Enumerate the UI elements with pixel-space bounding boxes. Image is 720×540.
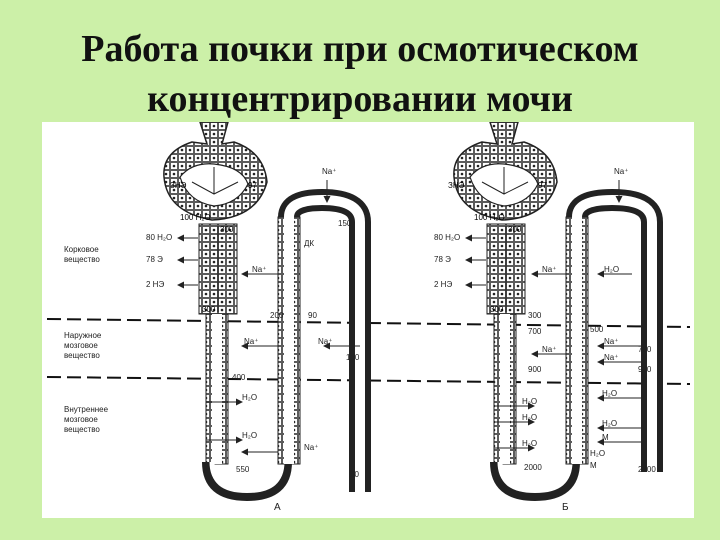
a-2-ne: 2 НЭ (146, 280, 164, 289)
kidney-diagram: Корковое вещество Наружное мозговое веще… (42, 121, 694, 518)
panel-b-caption: Б (562, 502, 569, 513)
svg-text:H₂O: H₂O (602, 389, 617, 398)
zone-inner-l1: Внутреннее (64, 405, 109, 414)
a-50: 50 (350, 470, 359, 479)
a-150: 150 (338, 219, 352, 228)
b-900-cd: 900 (638, 365, 652, 374)
svg-text:H₂O: H₂O (522, 397, 537, 406)
zone-inner-l2: мозговое (64, 415, 98, 424)
svg-text:Na⁺: Na⁺ (542, 345, 556, 354)
zone-labels: Корковое вещество Наружное мозговое веще… (64, 245, 109, 434)
a-78-e: 78 Э (146, 255, 163, 264)
a-550: 550 (236, 465, 250, 474)
b-2-ne: 2 НЭ (434, 280, 452, 289)
title-line-1: Работа почки при осмотическом (81, 28, 639, 70)
panel-b: ЗНЭ 97 100 H₂O 300 300 300 700 500 900 2… (434, 121, 663, 513)
arrows-a: Na⁺ Na⁺ Na⁺ H₂O H₂O Na⁺ (206, 265, 360, 456)
svg-text:H₂O: H₂O (602, 419, 617, 428)
b-97: 97 (538, 181, 547, 190)
b-300-3: 300 (528, 311, 542, 320)
a-300-2: 300 (202, 305, 216, 314)
svg-text:Na⁺: Na⁺ (318, 337, 332, 346)
svg-text:Na⁺: Na⁺ (604, 353, 618, 362)
zone-cortex-l1: Корковое (64, 245, 99, 254)
panel-a-caption: А (274, 502, 281, 513)
a-100: 100 (346, 353, 360, 362)
svg-text:H₂O: H₂O (590, 449, 605, 458)
a-na-top: Na⁺ (322, 167, 336, 176)
a-400: 400 (232, 373, 246, 382)
panel-a: ЗНЭ 97 100 H₂O 300 300 200 90 400 550 15… (146, 121, 371, 513)
svg-text:H₂O: H₂O (242, 393, 257, 402)
b-2000: 2000 (524, 463, 542, 472)
b-700-cd: 700 (638, 345, 652, 354)
svg-text:Na⁺: Na⁺ (604, 337, 618, 346)
b-300-1: 300 (508, 225, 522, 234)
a-100-h2o: 100 H₂O (180, 213, 211, 222)
a-dk: ДК (304, 239, 314, 248)
b-zne: ЗНЭ (448, 181, 465, 190)
svg-text:Na⁺: Na⁺ (542, 265, 556, 274)
a-300-1: 300 (220, 225, 234, 234)
a-200: 200 (270, 311, 284, 320)
zone-inner-l3: вещество (64, 425, 100, 434)
svg-text:Na⁺: Na⁺ (244, 337, 258, 346)
zone-cortex-l2: вещество (64, 255, 100, 264)
b-700: 700 (528, 327, 542, 336)
b-300-2: 300 (490, 305, 504, 314)
svg-text:Na⁺: Na⁺ (304, 443, 318, 452)
svg-text:H₂O: H₂O (242, 431, 257, 440)
svg-text:M: M (590, 461, 597, 470)
b-2300: 2300 (638, 465, 656, 474)
arrows-b: Na⁺ Na⁺ H₂O Na⁺ Na⁺ H₂O H₂O H₂O H₂O H₂O … (494, 265, 642, 470)
b-80-h2o: 80 H₂O (434, 233, 460, 242)
b-900: 900 (528, 365, 542, 374)
a-zne: ЗНЭ (170, 181, 187, 190)
a-80-h2o: 80 H₂O (146, 233, 172, 242)
glomerulus-a: ЗНЭ 97 100 H₂O (163, 121, 268, 222)
slide-title: Работа почки при осмотическом концентрир… (0, 24, 720, 124)
nephron-scheme: Корковое вещество Наружное мозговое веще… (46, 121, 691, 513)
zone-outer-l1: Наружное (64, 331, 102, 340)
b-na-top: Na⁺ (614, 167, 628, 176)
svg-text:Na⁺: Na⁺ (252, 265, 266, 274)
a-97: 97 (248, 181, 257, 190)
svg-text:H₂O: H₂O (604, 265, 619, 274)
svg-text:H₂O: H₂O (522, 413, 537, 422)
glomerulus-b: ЗНЭ 97 100 H₂O (448, 121, 558, 222)
b-100-h2o: 100 H₂O (474, 213, 505, 222)
a-90: 90 (308, 311, 317, 320)
b-500: 500 (590, 325, 604, 334)
title-line-2: концентрировании мочи (147, 78, 573, 120)
zone-outer-l2: мозговое (64, 341, 98, 350)
svg-text:M: M (602, 433, 609, 442)
zone-outer-l3: вещество (64, 351, 100, 360)
svg-text:H₂O: H₂O (522, 439, 537, 448)
b-78-e: 78 Э (434, 255, 451, 264)
